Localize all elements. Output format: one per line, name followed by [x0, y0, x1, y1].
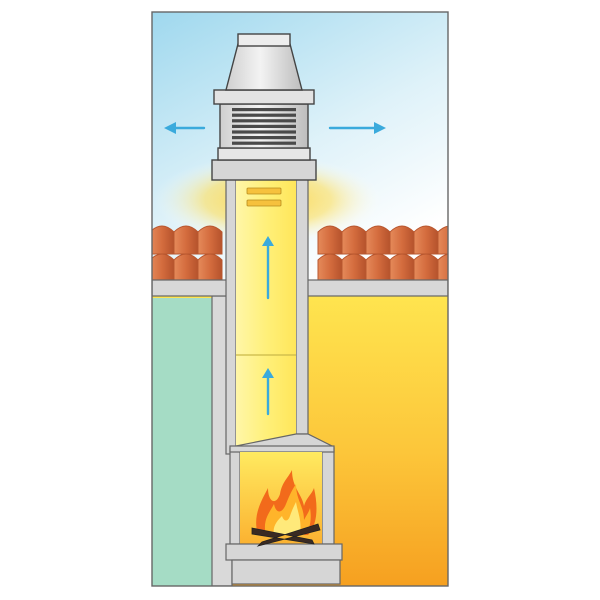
louver-slat [232, 108, 296, 112]
flue-vent-1 [246, 187, 282, 195]
louver-slat [232, 130, 296, 134]
roof-tile [197, 253, 223, 283]
roof-tile [197, 225, 223, 255]
roof-tile [341, 253, 367, 283]
arrow-smoke-rising-lower [262, 368, 274, 416]
fireplace-right-jamb [321, 447, 335, 545]
roof-tile [173, 225, 199, 255]
roof-tile [152, 225, 175, 255]
roof-tile [389, 253, 415, 283]
interior-wall [152, 298, 214, 586]
roof-tile [413, 253, 439, 283]
fire [251, 470, 321, 547]
fan-louvers [232, 108, 296, 145]
louver-slat [232, 113, 296, 117]
roof-tiles [152, 225, 448, 283]
roof-tile [341, 225, 367, 255]
louver-slat [232, 124, 296, 128]
fireplace-lintel [229, 445, 335, 453]
arrow-smoke-rising-upper [262, 236, 274, 300]
flue-vent-2 [246, 199, 282, 207]
fan-base [217, 147, 311, 161]
roof-tile [152, 253, 175, 283]
roof-tile [389, 225, 415, 255]
louver-slat [232, 136, 296, 140]
flue-wall-left [225, 177, 237, 455]
logs [251, 523, 321, 547]
roof-tile [413, 225, 439, 255]
roof-tile [173, 253, 199, 283]
roof-tile [437, 225, 448, 255]
flow-arrows [164, 122, 386, 416]
arrow-exhaust-right [328, 122, 386, 134]
fan-cap [237, 33, 291, 47]
flue-channel [236, 178, 296, 446]
fan-top-rim [213, 89, 315, 105]
flue-wall-right [295, 177, 309, 435]
roof-tile [437, 253, 448, 283]
hearth-base [231, 559, 341, 585]
hearth-slab [225, 543, 343, 561]
diagram-frame [151, 11, 449, 587]
louver-slat [232, 119, 296, 123]
roof-tile [317, 225, 343, 255]
roof-tile [365, 253, 391, 283]
roof-tile [317, 253, 343, 283]
flame-core [273, 502, 301, 535]
fan-hood [225, 43, 303, 91]
fireplace-left-jamb [229, 447, 241, 545]
rotary-cowl-fan [211, 33, 317, 181]
fan-collar [211, 159, 317, 181]
roof-tile [365, 225, 391, 255]
arrow-exhaust-left [164, 122, 206, 134]
louver-slat [232, 141, 296, 145]
